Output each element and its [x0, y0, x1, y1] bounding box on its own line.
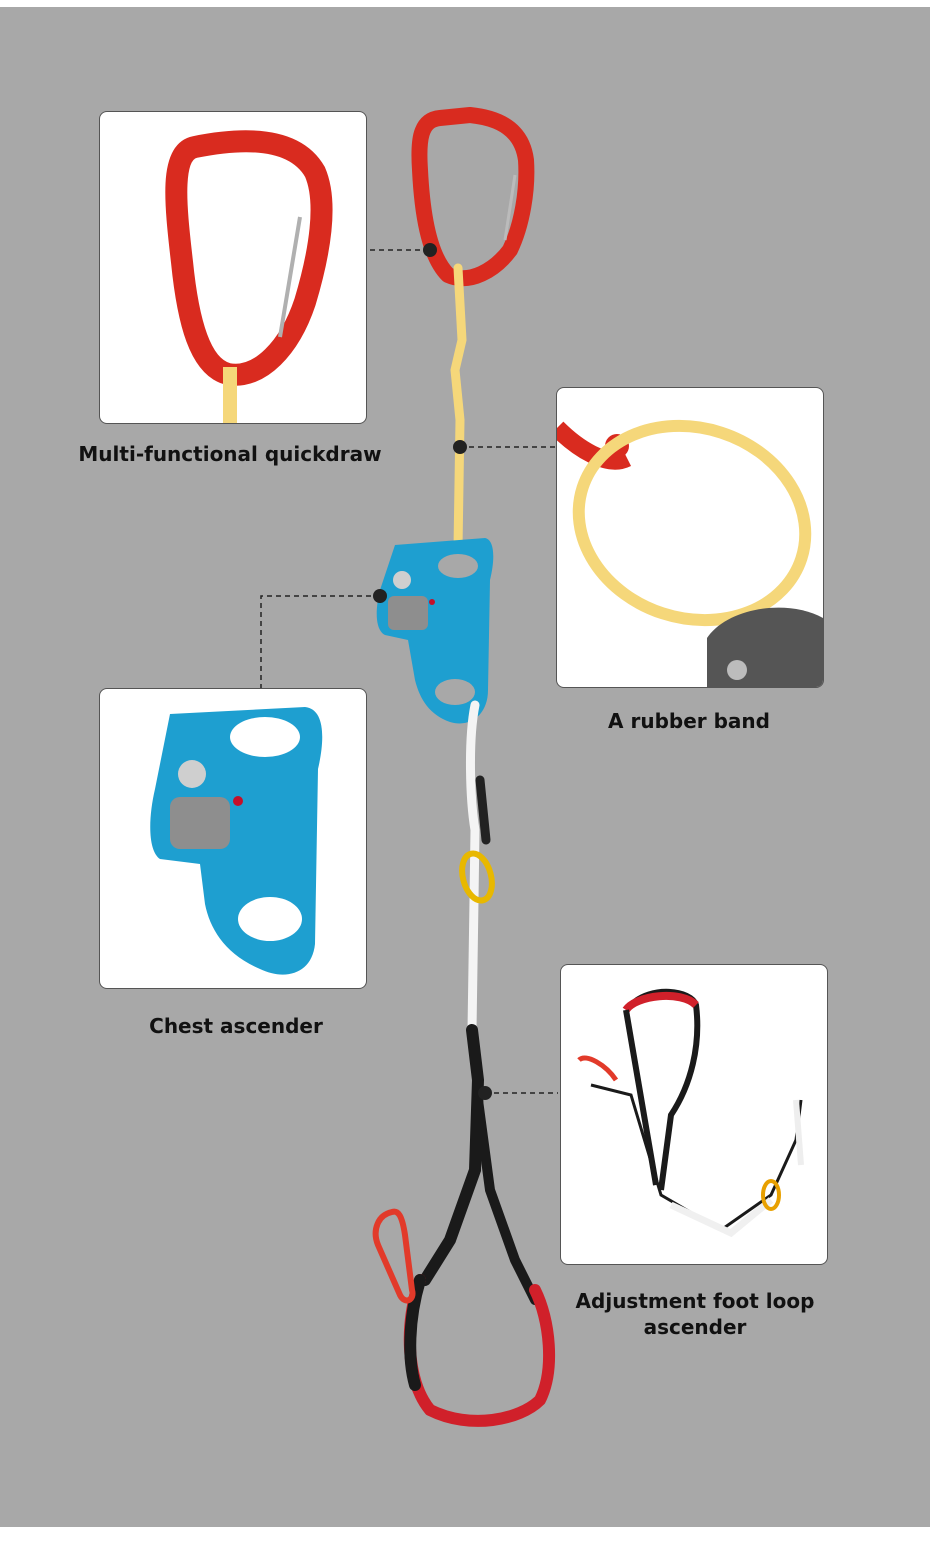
- rubber-band-detail-card: [556, 387, 824, 688]
- quickdraw-detail-card: [99, 111, 367, 424]
- connector-quickdraw: [370, 243, 437, 257]
- chest-ascender-illustration: [376, 538, 494, 724]
- connector-dot-icon: [478, 1086, 492, 1100]
- white-rope: [466, 700, 480, 1035]
- connector-foot-loop: [478, 1086, 558, 1100]
- rubber-band-closeup: [557, 419, 823, 687]
- chest-ascender-closeup: [150, 707, 323, 975]
- connector-chest-ascender: [260, 589, 387, 688]
- foot-loop-strap-left: [419, 1024, 485, 1286]
- connector-dot-icon: [373, 589, 387, 603]
- small-ring: [459, 850, 495, 904]
- foot-loop-detail-card: [560, 964, 828, 1265]
- caption-rubber-band: A rubber band: [608, 709, 770, 733]
- caption-quickdraw: Multi-functional quickdraw: [78, 442, 382, 466]
- foot-loop-strap-right: [473, 1095, 540, 1305]
- rubber-band-strand: [450, 263, 467, 553]
- top-carabiner-illustration: [411, 107, 535, 287]
- connector-rubber-band: [453, 440, 560, 454]
- small-red-carabiner: [372, 1208, 416, 1304]
- connector-dot-icon: [423, 243, 437, 257]
- caption-foot-loop-line1: Adjustment foot loop: [575, 1289, 815, 1313]
- foot-loop-black-segment: [404, 1274, 426, 1391]
- foot-loop-closeup: [577, 988, 804, 1238]
- carabiner-closeup: [165, 130, 333, 423]
- caption-foot-loop-line2: ascender: [643, 1315, 747, 1339]
- rope-sleeve: [475, 775, 491, 845]
- connector-dot-icon: [453, 440, 467, 454]
- caption-chest-ascender: Chest ascender: [149, 1014, 323, 1038]
- foot-loop-red: [403, 1274, 555, 1427]
- chest-ascender-detail-card: [99, 688, 367, 989]
